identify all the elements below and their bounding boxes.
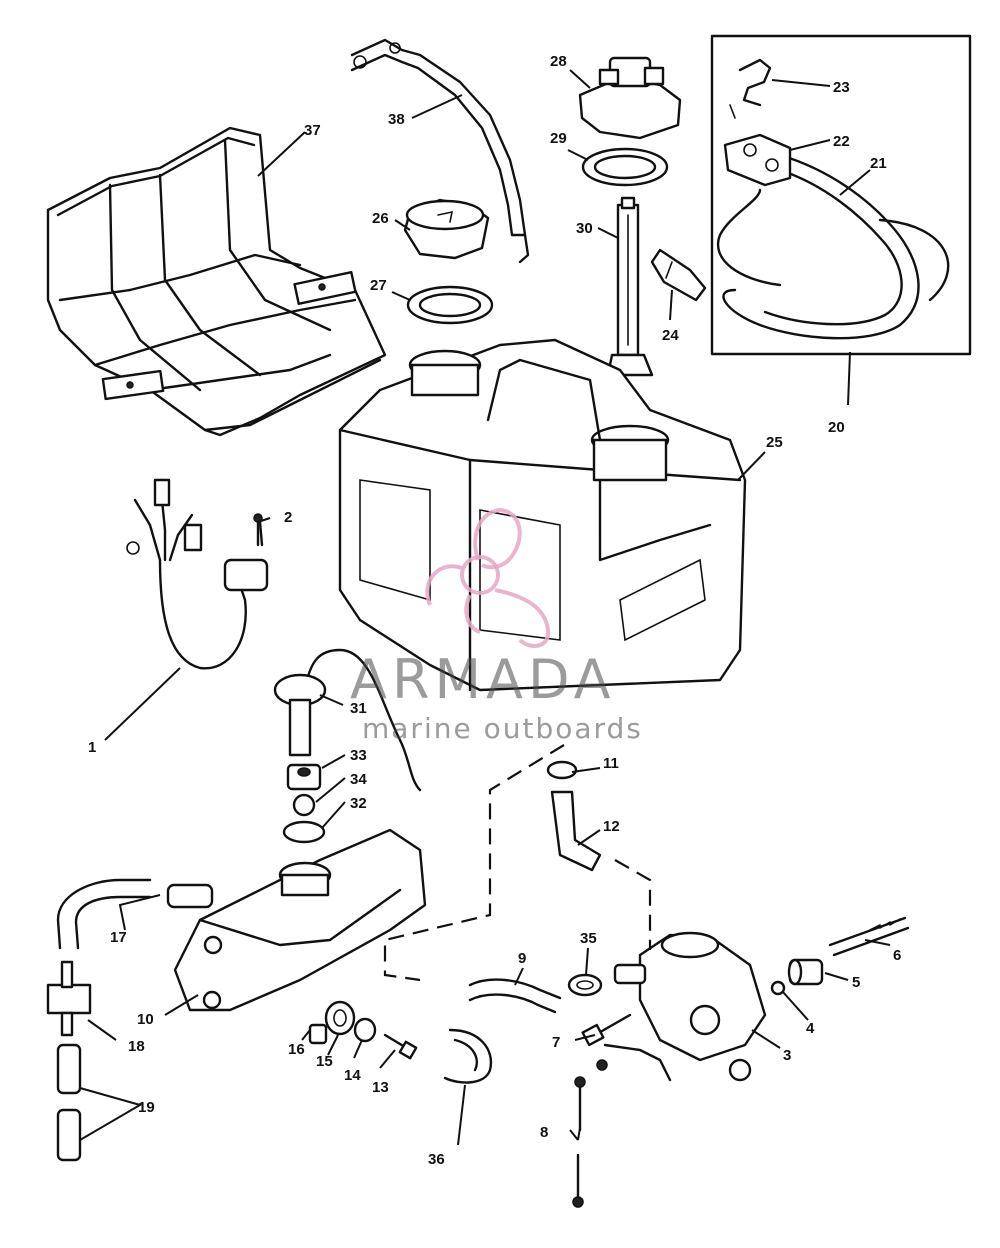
watermark-tagline: marine outboards (362, 712, 643, 745)
tank-strap (350, 38, 530, 264)
label-37: 37 (304, 122, 321, 139)
label-10: 10 (137, 1011, 154, 1028)
label-17: 17 (110, 929, 127, 946)
pickup-cap (578, 56, 682, 140)
o-ring (770, 980, 786, 996)
fuel-tank (338, 338, 747, 692)
leader-lines (79, 69, 891, 1146)
label-30: 30 (576, 220, 593, 237)
label-14: 14 (344, 1067, 361, 1084)
linkage-rods (572, 1076, 586, 1208)
upper-clamp (546, 760, 578, 780)
gauge-gasket (282, 820, 326, 844)
tank-bracket-cage (46, 126, 387, 437)
label-27: 27 (370, 277, 387, 294)
label-19: 19 (138, 1099, 155, 1116)
label-13: 13 (372, 1079, 389, 1096)
label-15: 15 (316, 1053, 333, 1070)
label-28: 28 (550, 53, 567, 70)
mount-sleeve (308, 1023, 328, 1045)
mount-washer (353, 1017, 377, 1043)
filler-cap (403, 198, 490, 260)
label-33: 33 (350, 747, 367, 764)
part-number-labels: 1 2 3 4 5 6 7 8 9 10 11 12 13 14 15 16 1… (88, 53, 901, 1168)
label-2: 2 (284, 509, 292, 526)
wiring-harness (126, 478, 269, 670)
label-21: 21 (870, 155, 887, 172)
pickup-gasket (581, 147, 669, 187)
label-32: 32 (350, 795, 367, 812)
mount-screw (383, 1033, 418, 1060)
gauge-bushing (286, 763, 322, 791)
label-5: 5 (852, 974, 860, 991)
label-35: 35 (580, 930, 597, 947)
label-1: 1 (88, 739, 96, 756)
hose-routing-lines (383, 744, 652, 982)
label-23: 23 (833, 79, 850, 96)
pickup-tube (606, 196, 654, 377)
hose-clamp (567, 973, 603, 997)
label-12: 12 (603, 818, 620, 835)
cap-gasket (406, 285, 494, 325)
fuel-hose-pieces (56, 1043, 82, 1162)
label-31: 31 (350, 700, 367, 717)
hose-fitting (650, 248, 707, 302)
tee-fitting (46, 960, 92, 1037)
watermark-brand: ARMADA (350, 648, 616, 711)
pump-hose (468, 978, 562, 1014)
label-3: 3 (783, 1047, 791, 1064)
upper-hose (550, 790, 602, 872)
label-38: 38 (388, 111, 405, 128)
clamp-strap (443, 1028, 493, 1084)
label-16: 16 (288, 1041, 305, 1058)
label-29: 29 (550, 130, 567, 147)
reservoir-hoses (56, 878, 214, 950)
label-6: 6 (893, 947, 901, 964)
oil-reservoir (173, 828, 427, 1012)
label-34: 34 (350, 771, 367, 788)
label-25: 25 (766, 434, 783, 451)
harness-screw (258, 520, 264, 547)
label-36: 36 (428, 1151, 445, 1168)
mount-grommet (324, 1000, 356, 1036)
gauge-lockwasher (292, 793, 316, 817)
label-9: 9 (518, 950, 526, 967)
fuel-gauge-sender (273, 648, 422, 792)
label-26: 26 (372, 210, 389, 227)
pump-screw (581, 1013, 632, 1047)
label-8: 8 (540, 1124, 548, 1141)
oil-pump (596, 931, 767, 1082)
label-4: 4 (806, 1020, 815, 1037)
drive-bushing (787, 958, 824, 986)
label-20: 20 (828, 419, 845, 436)
label-18: 18 (128, 1038, 145, 1055)
label-11: 11 (603, 755, 619, 772)
label-22: 22 (833, 133, 850, 150)
label-24: 24 (662, 327, 679, 344)
watermark: ARMADA marine outboards (350, 507, 643, 745)
label-7: 7 (552, 1034, 560, 1051)
watermark-logo (425, 507, 551, 648)
hose-kit (710, 34, 972, 356)
